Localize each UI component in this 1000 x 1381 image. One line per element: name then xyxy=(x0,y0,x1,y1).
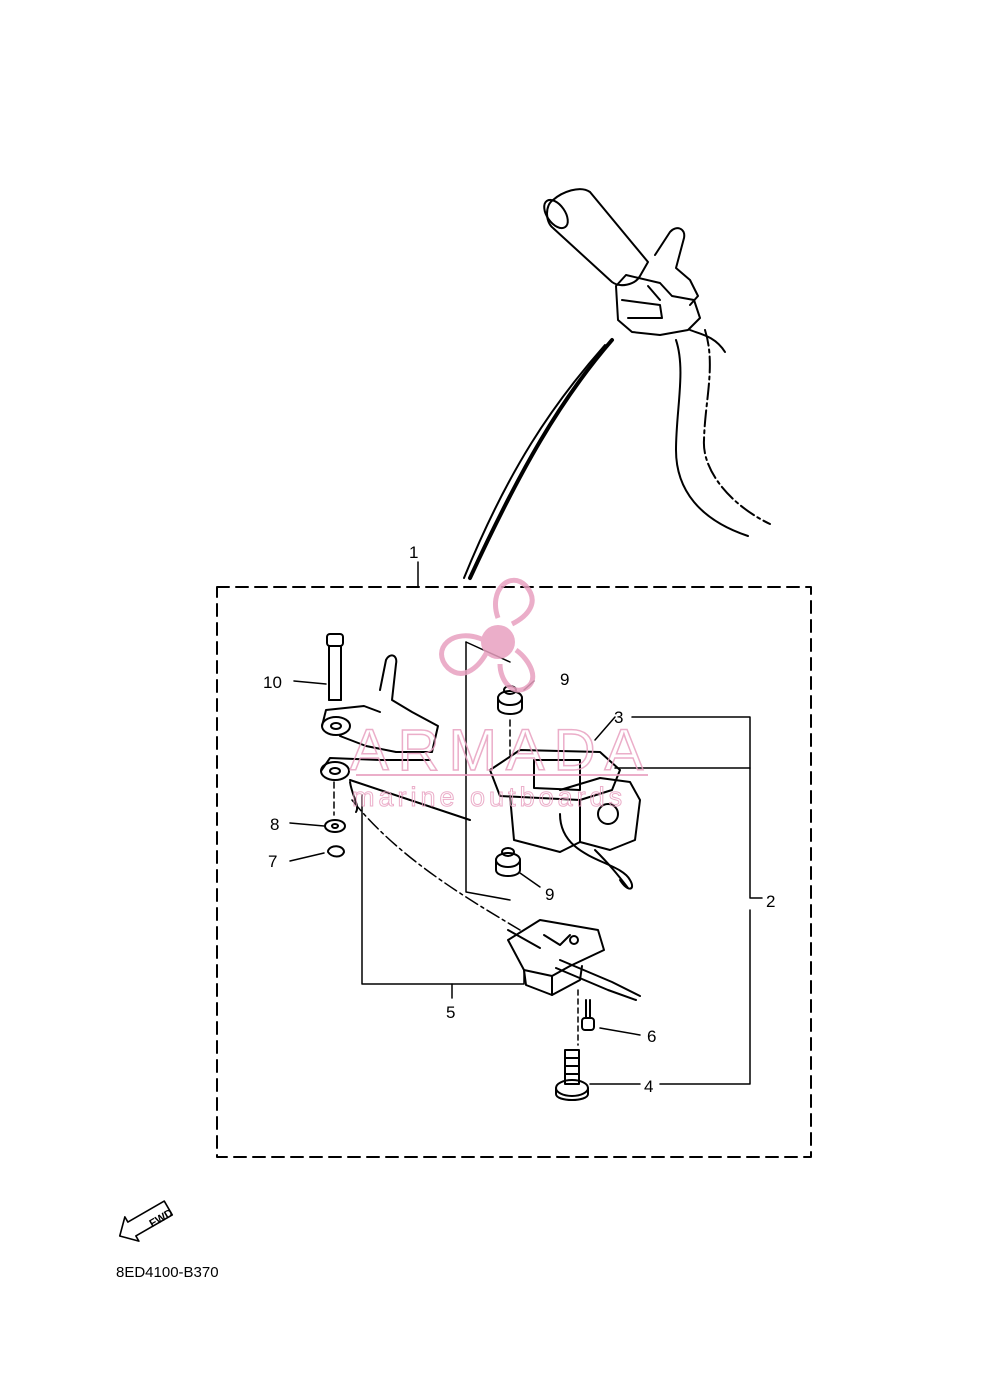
callout-2: 2 xyxy=(766,892,775,911)
propeller-hub xyxy=(481,625,515,659)
washer-8 xyxy=(324,819,346,833)
callout-7: 7 xyxy=(268,852,277,871)
callout-3: 3 xyxy=(614,708,623,727)
watermark-brand: ARMADA xyxy=(350,718,652,783)
callout-9-top: 9 xyxy=(560,670,569,689)
screw-6 xyxy=(581,999,595,1031)
propeller-icon xyxy=(439,577,536,693)
diagram-code: 8ED4100-B370 xyxy=(116,1264,219,1281)
lever-bracket xyxy=(320,654,471,821)
fwd-arrow-icon xyxy=(118,1200,174,1242)
handlebar-assembly xyxy=(463,188,771,580)
callout-9-bottom: 9 xyxy=(545,885,554,904)
clip-7 xyxy=(327,845,345,858)
grommet-9-bottom xyxy=(495,847,521,877)
watermark-tagline: marine outboards xyxy=(352,782,626,812)
watermark-logo: ARMADA marine outboards xyxy=(349,577,652,813)
fwd-label: FWD xyxy=(148,1207,176,1230)
kit-boundary xyxy=(216,586,812,1158)
switch-box xyxy=(489,749,641,890)
leader-lines xyxy=(361,716,763,1085)
callout-1: 1 xyxy=(409,543,418,562)
bolt-10 xyxy=(326,633,344,701)
stop-switch xyxy=(507,919,641,1001)
callout-8: 8 xyxy=(270,815,279,834)
bolt-4 xyxy=(555,1049,589,1101)
callout-10: 10 xyxy=(263,673,282,692)
callout-5: 5 xyxy=(446,1003,455,1022)
callout-4: 4 xyxy=(644,1077,653,1096)
callout-6: 6 xyxy=(647,1027,656,1046)
